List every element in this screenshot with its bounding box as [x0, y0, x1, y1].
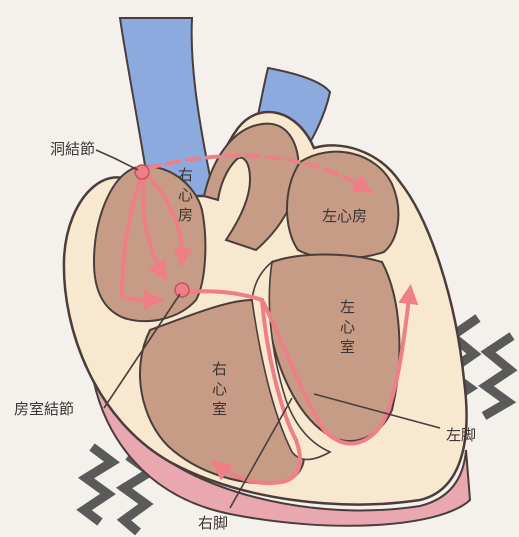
sa-node-dot [135, 165, 149, 179]
svg-text:右: 右 [212, 360, 227, 378]
svg-text:左: 左 [340, 298, 355, 316]
svg-text:房: 房 [178, 206, 193, 224]
svg-text:心: 心 [340, 318, 355, 336]
right-bundle-label: 右脚 [198, 514, 228, 532]
svg-text:右: 右 [178, 166, 193, 184]
left-ventricle-label: 左 心 室 [340, 298, 355, 356]
right-atrium-label: 右 心 房 [178, 166, 193, 224]
svg-text:心: 心 [212, 380, 227, 398]
svg-text:室: 室 [340, 338, 355, 356]
left-bundle-label: 左脚 [446, 426, 476, 444]
sa-node-leader [96, 150, 138, 170]
av-node-label: 房室結節 [14, 400, 74, 418]
svg-text:室: 室 [212, 400, 227, 418]
left-atrium-label: 左心房 [322, 207, 367, 225]
av-node-dot [175, 283, 189, 297]
svg-text:心: 心 [178, 186, 193, 204]
sa-node-label: 洞結節 [50, 140, 95, 158]
right-ventricle-label: 右 心 室 [212, 360, 227, 418]
